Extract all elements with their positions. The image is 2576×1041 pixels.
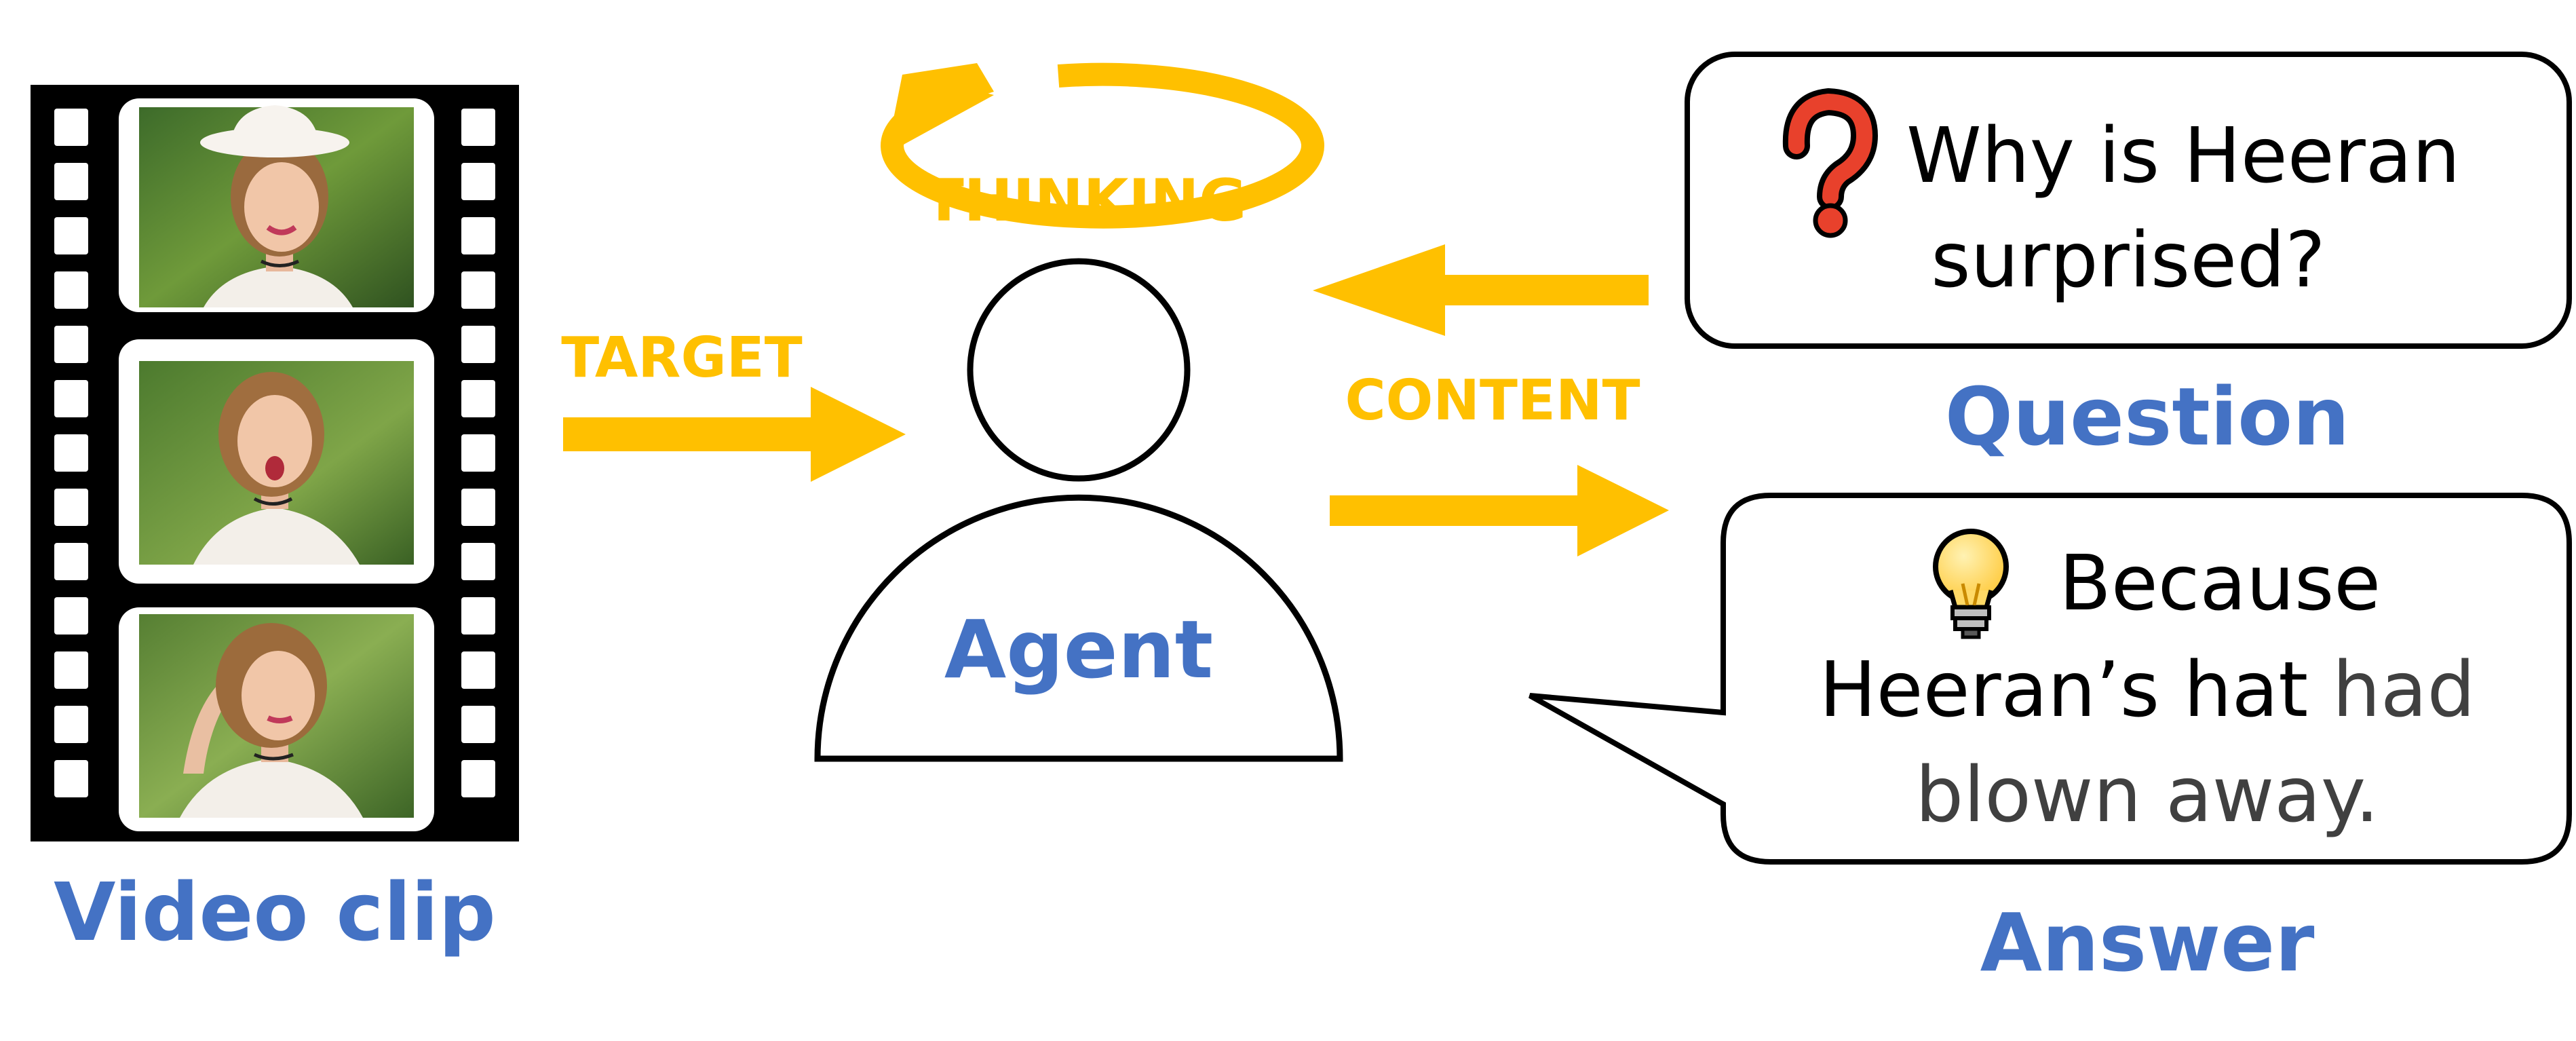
video-frame-3 — [119, 607, 434, 831]
answer-line-3: blown away. — [1915, 751, 2379, 839]
video-frame-1 — [119, 98, 434, 312]
question-line-1: Why is Heeran — [1906, 112, 2460, 200]
target-label: TARGET — [561, 326, 802, 390]
question-label: Question — [1945, 370, 2350, 463]
target-arrow — [563, 387, 906, 482]
film-strip — [31, 85, 519, 841]
agent-to-answer-arrow — [1330, 465, 1669, 556]
agent-label: Agent — [944, 603, 1213, 696]
answer-line-2-a: Heeran’s hat — [1819, 646, 2332, 734]
agent-head — [967, 258, 1191, 482]
content-label: CONTENT — [1345, 368, 1640, 433]
agent-figure — [814, 258, 1343, 762]
answer-label: Answer — [1980, 896, 2315, 989]
question-to-agent-arrow — [1313, 244, 1649, 336]
lightbulb-icon — [1933, 529, 2009, 639]
video-clip-label: Video clip — [54, 865, 496, 959]
answer-line-2: Heeran’s hat had — [1819, 646, 2475, 734]
question-line-2: surprised? — [1931, 216, 2325, 305]
sprocket-holes-left — [54, 109, 88, 797]
answer-line-2-b: had — [2332, 646, 2476, 734]
answer-bubble — [1529, 493, 2572, 865]
video-frame-2 — [119, 339, 434, 584]
thinking-label: THINKING — [924, 167, 1247, 235]
question-bubble — [1685, 52, 2572, 349]
agent-body — [814, 494, 1343, 762]
answer-line-1: Because — [2059, 540, 2381, 628]
thinking-arrowhead — [889, 76, 994, 153]
question-mark-icon — [1782, 88, 1879, 238]
sprocket-holes-right — [461, 109, 495, 797]
